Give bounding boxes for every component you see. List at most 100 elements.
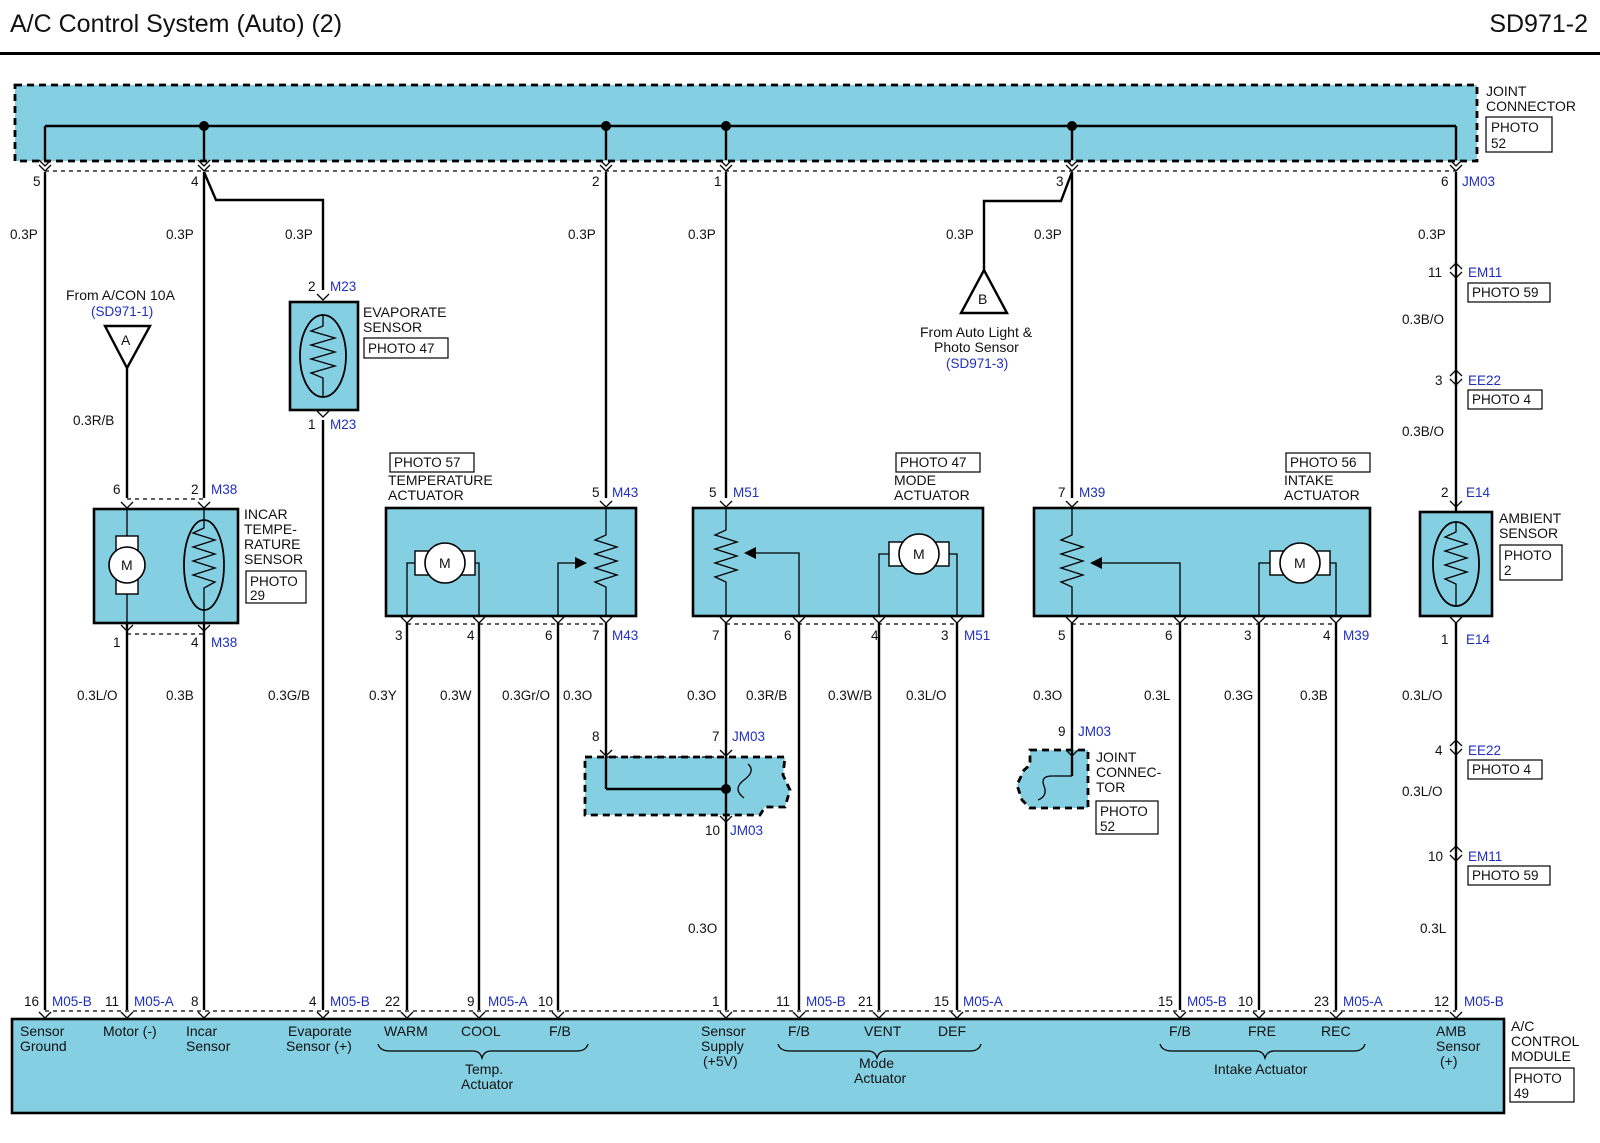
- svg-text:PHOTO 59: PHOTO 59: [1472, 868, 1539, 883]
- wire-color-label: 0.3P: [946, 227, 974, 242]
- incar-ref-bot: M38: [211, 635, 237, 650]
- mode-label2: ACTUATOR: [894, 487, 970, 503]
- mode-motor-letter: M: [913, 546, 925, 562]
- amb-inline-connector: 11 EM11 PHOTO 59: [1428, 262, 1551, 303]
- wire-color-label: 0.3B: [1300, 688, 1328, 703]
- evap-label1: EVAPORATE: [363, 304, 447, 320]
- mod-term-label: REC: [1321, 1023, 1351, 1039]
- intake-pin-top: 7: [1058, 485, 1066, 500]
- top-pin-3: 3: [1056, 174, 1064, 189]
- wire-color-label: 0.3G: [1224, 688, 1253, 703]
- wire-color-label: 0.3L/O: [1402, 784, 1443, 799]
- temp-motor-letter: M: [439, 555, 451, 571]
- incar-photo1: PHOTO: [250, 574, 298, 589]
- mode-ref-top: M51: [733, 485, 759, 500]
- source-b-letter: B: [978, 291, 987, 307]
- ambient-pin-bot: 1: [1441, 632, 1449, 647]
- resistor-icon: [1442, 522, 1470, 606]
- joint-photo-label2: 52: [1491, 136, 1506, 151]
- wire-color-label: 0.3R/B: [73, 413, 114, 428]
- resistor-icon: [308, 315, 338, 396]
- module-pin-terminals: [38, 1011, 1463, 1019]
- source-a-ref: (SD971-1): [91, 304, 153, 319]
- mod-pin-11: 11: [105, 994, 119, 1009]
- svg-text:EE22: EE22: [1468, 373, 1501, 388]
- jm03-right-ref: JM03: [1078, 724, 1111, 739]
- temp-ref-bot: M43: [612, 628, 638, 643]
- amb-inline-connector: 4 EE22 PHOTO 4: [1435, 739, 1543, 780]
- incar-label3: RATURE: [244, 536, 301, 552]
- jm03-right-pin-9: 9: [1058, 724, 1066, 739]
- mod-term-label: Intake Actuator: [1214, 1061, 1308, 1077]
- svg-text:EM11: EM11: [1468, 849, 1502, 864]
- jm03-right-label3: TOR: [1096, 779, 1125, 795]
- incar-ref-top: M38: [211, 482, 237, 497]
- mod-term-label: Actuator: [461, 1076, 513, 1092]
- source-a-triangle-icon: [103, 324, 153, 371]
- joint-photo-label1: PHOTO: [1491, 120, 1539, 135]
- intake-motor-letter: M: [1294, 555, 1306, 571]
- ambient-pin-top: 2: [1441, 485, 1449, 500]
- joint-connector-label1: JOINT: [1486, 83, 1527, 99]
- wire-color-label: 0.3L: [1144, 688, 1171, 703]
- wire-color-label: 0.3P: [688, 227, 716, 242]
- mod-ref: M05-A: [134, 994, 174, 1009]
- evap-label2: SENSOR: [363, 319, 422, 335]
- mod-pin-8: 8: [191, 994, 199, 1009]
- svg-text:4: 4: [1435, 743, 1443, 758]
- ambient-photo-box: [1499, 544, 1563, 581]
- mode-pin-7: 7: [712, 628, 720, 643]
- mod-ref: M05-B: [1464, 994, 1504, 1009]
- potentiometer-icon: [712, 508, 740, 616]
- mode-pin-3: 3: [941, 628, 949, 643]
- module-name1: A/C: [1511, 1018, 1534, 1034]
- intake-label1: INTAKE: [1284, 472, 1334, 488]
- mod-ref: M05-A: [1343, 994, 1383, 1009]
- jm03-mid-pin-10: 10: [705, 823, 720, 838]
- mod-term-label: VENT: [864, 1023, 902, 1039]
- intake-pin-6: 6: [1165, 628, 1173, 643]
- mod-term-label: Sensor: [701, 1023, 746, 1039]
- ambient-label1: AMBIENT: [1499, 510, 1562, 526]
- motor-icon: [1279, 542, 1321, 584]
- mod-term-label: Supply: [701, 1038, 744, 1054]
- temp-pin-top: 5: [592, 485, 600, 500]
- intake-label2: ACTUATOR: [1284, 487, 1360, 503]
- mod-term-label: F/B: [1169, 1023, 1191, 1039]
- svg-text:3: 3: [1435, 373, 1443, 388]
- mod-term-label: Actuator: [854, 1070, 906, 1086]
- mode-pin-top: 5: [709, 485, 717, 500]
- module-photo2: 49: [1514, 1086, 1529, 1101]
- mod-term-label: Incar: [186, 1023, 217, 1039]
- wire-color-label: 0.3L/O: [77, 688, 118, 703]
- diagram-code: SD971-2: [1489, 10, 1588, 38]
- svg-text:PHOTO 59: PHOTO 59: [1472, 285, 1539, 300]
- mod-pin-10b: 10: [1238, 994, 1253, 1009]
- temp-photo: PHOTO 57: [394, 455, 461, 470]
- evap-ref-top: M23: [330, 279, 356, 294]
- mod-term-label: Sensor: [1436, 1038, 1481, 1054]
- mod-pin-21: 21: [858, 994, 873, 1009]
- intake-pin-3: 3: [1244, 628, 1252, 643]
- mod-term-label: WARM: [384, 1023, 428, 1039]
- page-title: A/C Control System (Auto) (2): [10, 10, 343, 38]
- evap-photo-box: [363, 337, 449, 359]
- mode-pin-6: 6: [784, 628, 792, 643]
- mode-photo: PHOTO 47: [900, 455, 967, 470]
- ambient-label2: SENSOR: [1499, 525, 1558, 541]
- wire-color-label: 0.3P: [285, 227, 313, 242]
- potentiometer-icon: [1058, 508, 1086, 616]
- mode-pin-4: 4: [871, 628, 879, 643]
- source-b-triangle-icon: [958, 267, 1010, 315]
- jm03-mid-pin-7: 7: [712, 729, 720, 744]
- wire-color-label: 0.3P: [1418, 227, 1446, 242]
- mod-term-label: Sensor: [20, 1023, 65, 1039]
- resistor-icon: [190, 509, 218, 623]
- wire-color-label: 0.3G/B: [268, 688, 310, 703]
- joint-connector-top: [13, 83, 1479, 163]
- incar-photo-box: [245, 570, 307, 604]
- svg-text:PHOTO 4: PHOTO 4: [1472, 762, 1532, 777]
- joint-bus-drops: [43, 121, 1458, 160]
- incar-photo2: 29: [250, 588, 265, 603]
- mod-pin-11b: 11: [776, 994, 790, 1009]
